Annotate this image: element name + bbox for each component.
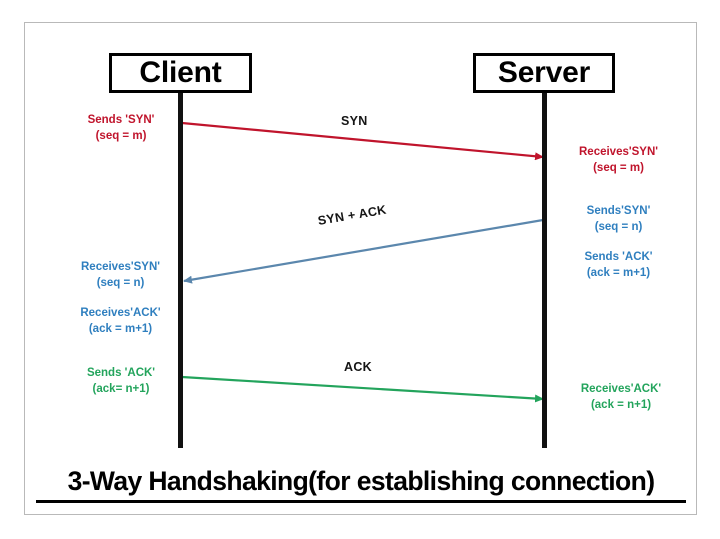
lifeline-client — [178, 93, 183, 448]
label-client-receives-syn-ack: Receives'SYN' (seq = n) Receives'ACK' (a… — [58, 259, 183, 337]
label-server-sends-syn-ack: Sends'SYN' (seq = n) Sends 'ACK' (ack = … — [556, 203, 681, 281]
label-line: (ack= n+1) — [92, 383, 150, 395]
label-line: (seq = n) — [594, 221, 643, 233]
label-line: Receives'SYN' — [81, 261, 160, 273]
label-line: (ack = m+1) — [88, 323, 153, 335]
label-line: Sends 'ACK' — [584, 251, 653, 263]
lifeline-server — [542, 93, 547, 448]
node-client: Client — [109, 53, 252, 93]
label-line: Receives'SYN' — [579, 146, 658, 158]
label-line: (ack = m+1) — [586, 267, 651, 279]
diagram-title: 3-Way Handshaking(for establishing conne… — [36, 466, 686, 503]
node-server: Server — [473, 53, 615, 93]
label-line: Receives'ACK' — [80, 307, 161, 319]
label-line: (seq = n) — [96, 277, 145, 289]
label-line: Sends 'SYN' — [87, 114, 155, 126]
label-server-receives-syn: Receives'SYN' (seq = m) — [556, 144, 681, 176]
label-line: Receives'ACK' — [580, 383, 662, 395]
node-server-label: Server — [497, 56, 591, 89]
label-line: Sends'SYN' — [586, 205, 651, 217]
label-line: (ack = n+1) — [590, 399, 652, 411]
label-line: (seq = m) — [95, 130, 147, 142]
label-server-receives-ack: Receives'ACK' (ack = n+1) — [556, 381, 686, 413]
caption-syn: SYN — [341, 114, 368, 128]
label-line: (seq = m) — [593, 162, 644, 174]
label-client-sends-ack: Sends 'ACK' (ack= n+1) — [62, 365, 180, 397]
label-client-sends-syn: Sends 'SYN' (seq = m) — [62, 112, 180, 144]
label-line: Sends 'ACK' — [86, 367, 156, 379]
node-client-label: Client — [139, 56, 222, 89]
caption-ack: ACK — [344, 360, 372, 374]
